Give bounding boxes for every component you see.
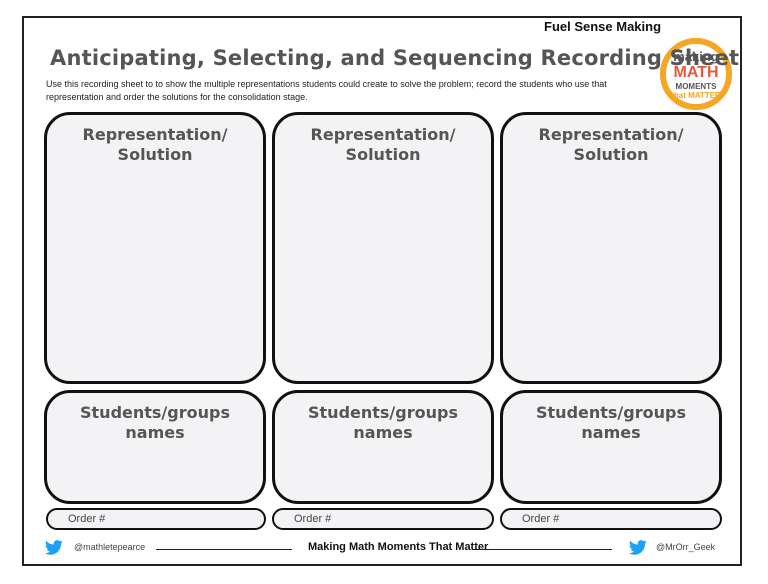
header-tag: Fuel Sense Making xyxy=(534,18,672,36)
representation-label: Representation/ Solution xyxy=(310,125,456,164)
page-title: Anticipating, Selecting, and Sequencing … xyxy=(50,46,740,70)
students-panel-1[interactable]: Students/groups names xyxy=(44,390,266,504)
representation-label: Representation/ Solution xyxy=(82,125,228,164)
representation-panel-3[interactable]: Representation/ Solution xyxy=(500,112,722,384)
representation-panel-2[interactable]: Representation/ Solution xyxy=(272,112,494,384)
footer-right-handle[interactable]: @MrOrr_Geek xyxy=(652,542,720,552)
order-field-1[interactable]: Order # xyxy=(46,508,266,530)
logo-line-4: that MATTER xyxy=(671,90,721,100)
logo-line-1: making xyxy=(673,48,719,64)
representation-label: Representation/ Solution xyxy=(538,125,684,164)
footer-title: Making Math Moments That Matter xyxy=(302,541,495,553)
twitter-bird-icon xyxy=(628,540,647,555)
footer-divider-left xyxy=(156,549,292,550)
order-field-2[interactable]: Order # xyxy=(272,508,494,530)
order-field-3[interactable]: Order # xyxy=(500,508,722,530)
representation-panel-1[interactable]: Representation/ Solution xyxy=(44,112,266,384)
instructions: Use this recording sheet to to show the … xyxy=(46,79,607,102)
students-label: Students/groups names xyxy=(80,403,230,442)
order-label: Order # xyxy=(294,513,332,525)
students-panel-3[interactable]: Students/groups names xyxy=(500,390,722,504)
logo-line-3: MOMENTS xyxy=(675,81,717,91)
order-label: Order # xyxy=(68,513,106,525)
logo-line-2: MATH xyxy=(673,63,719,81)
order-label: Order # xyxy=(522,513,560,525)
making-math-moments-logo: making MATH MOMENTS that MATTER xyxy=(660,38,732,110)
footer-divider-right xyxy=(472,549,612,550)
students-label: Students/groups names xyxy=(536,403,686,442)
twitter-bird-icon xyxy=(44,540,63,555)
students-label: Students/groups names xyxy=(308,403,458,442)
students-panel-2[interactable]: Students/groups names xyxy=(272,390,494,504)
footer-left-handle[interactable]: @mathletepearce xyxy=(70,542,150,552)
sheet-frame xyxy=(22,16,742,566)
